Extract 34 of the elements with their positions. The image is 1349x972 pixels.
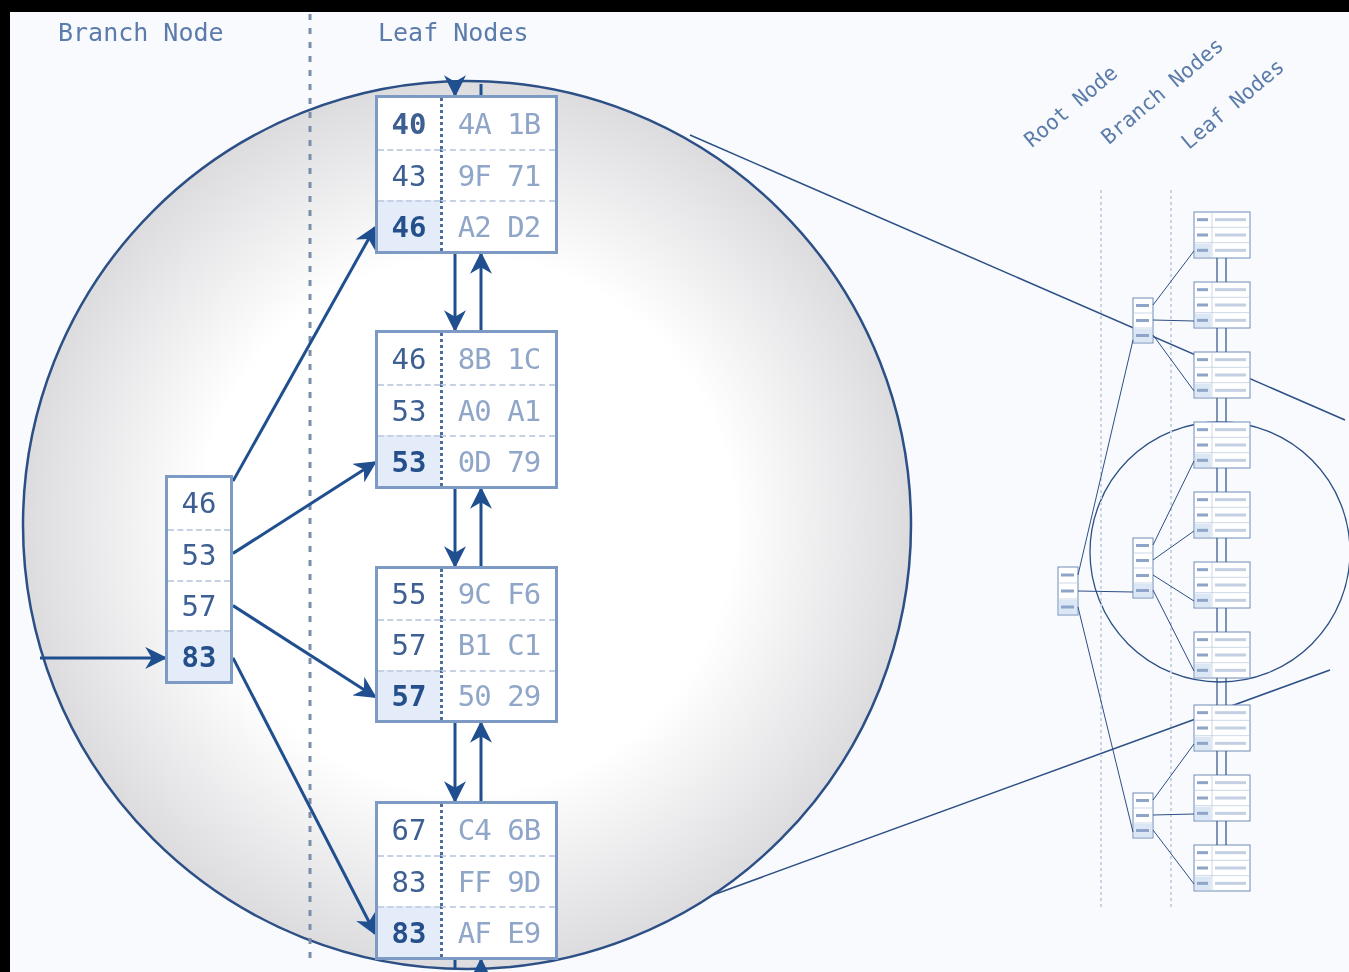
row-data: AF E9 — [440, 906, 555, 957]
key-value: 46 — [180, 485, 218, 523]
key-value: 67 — [390, 811, 428, 849]
arrow — [232, 461, 377, 555]
row-data: 50 29 — [440, 669, 555, 720]
arrow — [231, 225, 377, 482]
row-data: 9C F6 — [440, 569, 555, 620]
column-heading: Branch Node — [58, 18, 224, 47]
key-value: 40 — [390, 105, 428, 143]
leaf-node — [375, 330, 558, 489]
row-data: A0 A1 — [440, 384, 555, 435]
row-data: A2 D2 — [440, 200, 555, 251]
row-data: 0D 79 — [440, 435, 555, 486]
column-heading: Leaf Nodes — [378, 18, 529, 47]
row-data: 8B 1C — [440, 333, 555, 384]
arrow — [232, 604, 377, 699]
leaf-node — [375, 801, 558, 960]
key-value: 55 — [390, 576, 428, 614]
key-value: 53 — [168, 528, 230, 580]
key-value: 83 — [378, 906, 440, 957]
key-value: 46 — [378, 200, 440, 251]
arrow — [231, 657, 377, 936]
key-value: 83 — [168, 630, 230, 681]
row-data: B1 C1 — [440, 619, 555, 670]
leaf-node — [375, 566, 558, 723]
key-value: 46 — [390, 340, 428, 378]
branch-node — [165, 475, 233, 684]
row-data: 9F 71 — [440, 149, 555, 200]
key-value: 57 — [378, 669, 440, 720]
row-data: 4A 1B — [440, 98, 555, 149]
row-data: C4 6B — [440, 804, 555, 855]
key-value: 53 — [378, 435, 440, 486]
leaf-node — [375, 95, 558, 254]
row-data: FF 9D — [440, 855, 555, 906]
